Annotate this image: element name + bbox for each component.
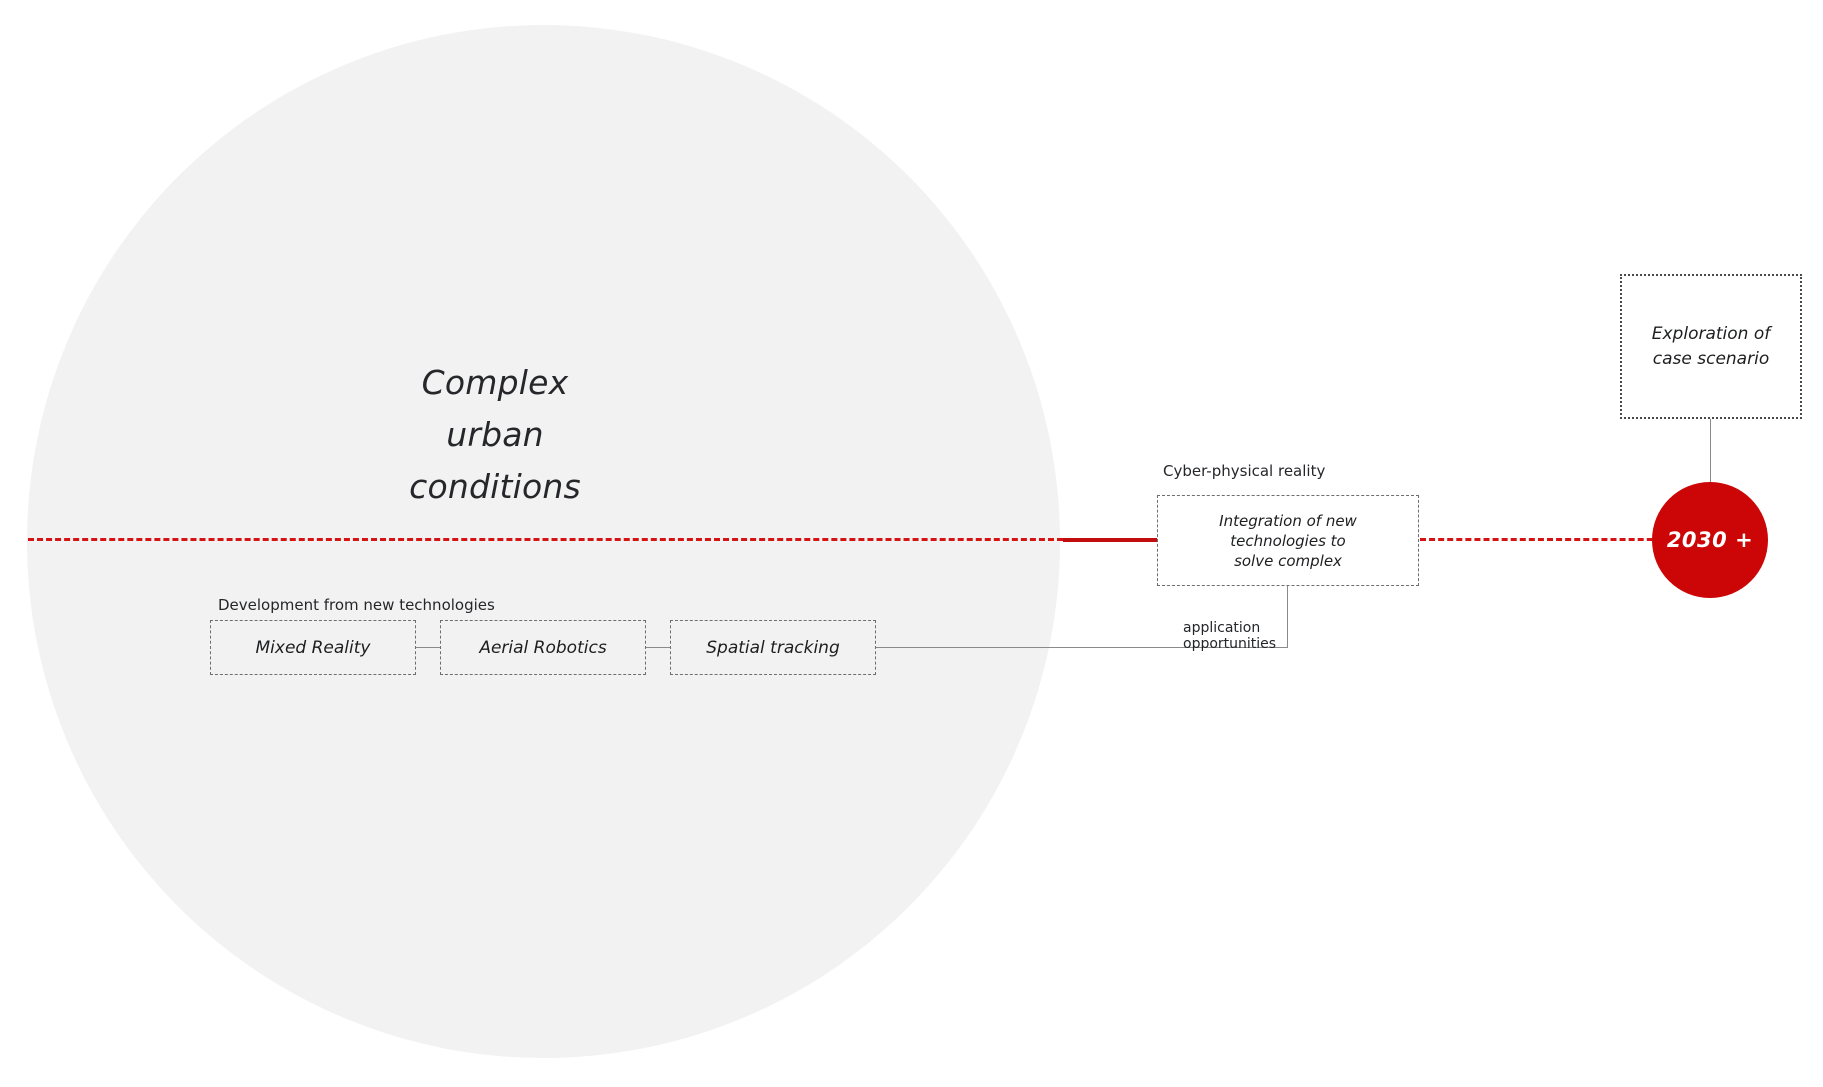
tech-box-mixed-reality[interactable]: Mixed Reality — [210, 620, 416, 675]
tech-group-caption: Development from new technologies — [218, 596, 495, 614]
timeline-solid-segment — [1063, 538, 1159, 542]
page-title-line-1: Complex — [421, 363, 569, 402]
page-title-line-2: urban — [446, 415, 544, 454]
opportunity-connector-vertical — [1287, 586, 1288, 648]
milestone-2030[interactable]: 2030 + — [1652, 482, 1768, 598]
application-opportunities-line-2: opportunities — [1183, 636, 1277, 652]
exploration-box-text: Exploration of case scenario — [1652, 322, 1770, 372]
page-title: Complex urban conditions — [330, 357, 660, 513]
page-title-line-3: conditions — [409, 467, 581, 506]
tech-connector-1 — [416, 647, 440, 648]
exploration-box-line-2: case scenario — [1652, 348, 1770, 369]
tech-box-aerial-robotics[interactable]: Aerial Robotics — [440, 620, 646, 675]
integration-box-line-1: Integration of new technologies to — [1219, 511, 1357, 550]
exploration-box-line-1: Exploration of — [1651, 323, 1771, 344]
integration-box-text: Integration of new technologies to solve… — [1170, 511, 1406, 571]
application-opportunities-label: application opportunities — [1183, 620, 1279, 652]
exploration-connector — [1710, 419, 1711, 487]
tech-box-label: Mixed Reality — [255, 637, 371, 658]
opportunity-connector-horizontal — [876, 647, 1287, 648]
timeline-dashed-left — [28, 538, 1063, 541]
integration-box[interactable]: Integration of new technologies to solve… — [1157, 495, 1419, 586]
tech-box-label: Spatial tracking — [706, 637, 840, 658]
exploration-box[interactable]: Exploration of case scenario — [1620, 274, 1802, 419]
integration-box-line-2: solve complex — [1234, 551, 1342, 570]
context-circle — [27, 25, 1060, 1058]
tech-box-spatial-tracking[interactable]: Spatial tracking — [670, 620, 876, 675]
timeline-dashed-right — [1420, 538, 1680, 541]
application-opportunities-line-1: application — [1183, 620, 1261, 636]
cyber-physical-reality-caption: Cyber-physical reality — [1163, 462, 1326, 480]
milestone-label: 2030 + — [1666, 528, 1754, 552]
tech-box-label: Aerial Robotics — [479, 637, 607, 658]
tech-connector-2 — [646, 647, 670, 648]
